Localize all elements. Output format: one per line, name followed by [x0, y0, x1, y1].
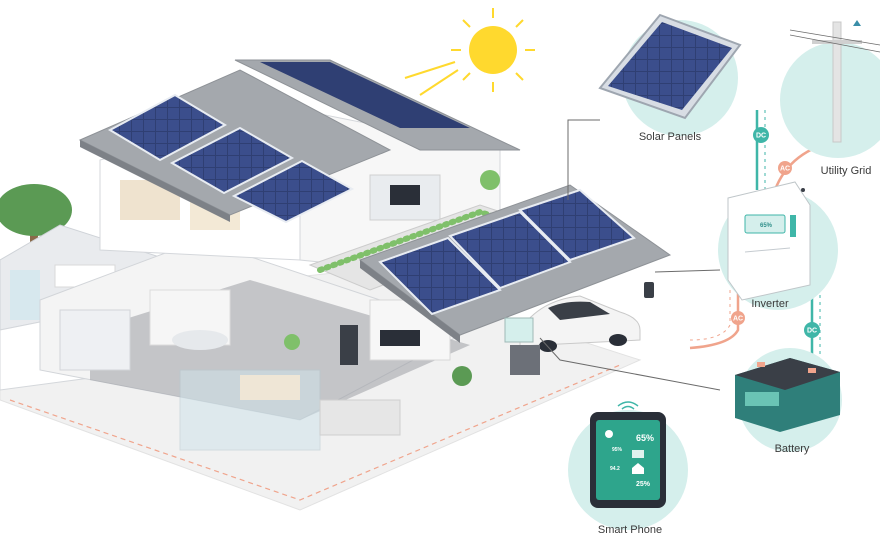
- svg-text:AC: AC: [780, 166, 790, 173]
- inverter-label: Inverter: [751, 298, 789, 310]
- dc-badge: DC: [753, 127, 769, 143]
- roof-solar-panel: [231, 159, 355, 224]
- roof-solar-panel: [107, 93, 228, 162]
- phone-small-value: 94.2: [610, 466, 620, 472]
- smart-phone-node: [568, 401, 688, 530]
- smart-phone-label: Smart Phone: [597, 524, 663, 536]
- electric-car-icon: [519, 295, 641, 352]
- roof-upper-right: [234, 59, 521, 151]
- carport-solar-panel: [378, 236, 502, 316]
- battery-node: [735, 348, 842, 452]
- svg-text:DC: DC: [807, 328, 817, 335]
- carport-solar-panel: [448, 210, 572, 290]
- solar-panels-label: Solar Panels: [638, 131, 702, 143]
- solar-panels-node: [598, 13, 742, 136]
- carport-inverter-unit: [504, 317, 540, 375]
- svg-text:AC: AC: [733, 316, 743, 323]
- ac-badge: AC: [731, 311, 745, 325]
- roof-solar-panel: [169, 126, 295, 195]
- utility-grid-label: Utility Grid: [820, 165, 872, 177]
- svg-text:DC: DC: [756, 133, 766, 140]
- battery-label: Battery: [774, 443, 810, 455]
- inverter-display-value: 65%: [760, 223, 773, 229]
- dc-badge: DC: [804, 322, 820, 338]
- tree-icon: [0, 184, 72, 250]
- phone-solar-value: 95%: [612, 447, 623, 453]
- inverter-node: [718, 181, 838, 310]
- utility-grid-node: [780, 20, 880, 158]
- carport-solar-panel: [518, 188, 636, 262]
- phone-charge-value: 65%: [636, 433, 654, 443]
- phone-home-value: 25%: [636, 481, 651, 488]
- sun-icon: [404, 8, 535, 96]
- ac-badge: AC: [778, 161, 792, 175]
- ev-charger-icon: [644, 282, 654, 298]
